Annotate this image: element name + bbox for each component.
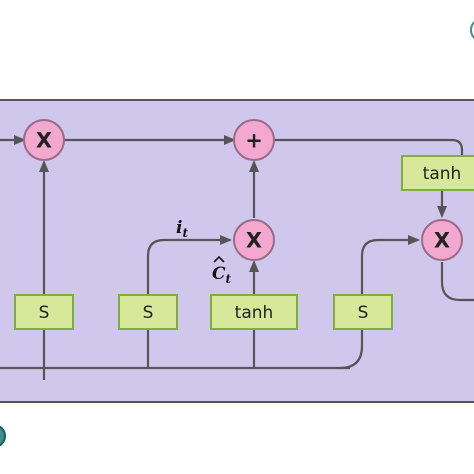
- input-gate-arrow: [146, 235, 232, 295]
- input-gate-variable: it: [176, 218, 188, 240]
- svg-text:Ct: Ct: [212, 264, 232, 286]
- cell-state-line: [0, 135, 464, 156]
- candidate-symbol: C: [212, 264, 226, 284]
- output-multiply-symbol: X: [434, 229, 450, 253]
- output-gate-arrow: [360, 235, 420, 295]
- forget-gate-box: S: [14, 294, 74, 330]
- candidate-tanh-label: tanh: [235, 303, 274, 323]
- input-gate-subscript: t: [182, 226, 188, 240]
- edge-circle-bottom-left: [0, 425, 6, 447]
- edge-circle-top-right: [470, 21, 474, 39]
- input-gate-symbol: i: [176, 218, 182, 238]
- output-tanh-box: tanh: [401, 155, 474, 191]
- output-tanh-label: tanh: [423, 164, 462, 184]
- candidate-variable: Ct: [212, 255, 232, 286]
- output-gate-label: S: [358, 303, 369, 323]
- input-bus-line: [0, 330, 364, 380]
- input-multiply-symbol: X: [246, 229, 262, 253]
- cell-add-symbol: +: [245, 129, 263, 153]
- input-multiply-op: X: [233, 219, 275, 261]
- candidate-tanh-box: tanh: [210, 294, 298, 330]
- output-multiply-op: X: [421, 219, 463, 261]
- forget-gate-label: S: [39, 303, 50, 323]
- forget-multiply-op: X: [23, 119, 65, 161]
- cell-add-op: +: [233, 119, 275, 161]
- candidate-hat-icon: [213, 255, 225, 263]
- input-gate-label: S: [143, 303, 154, 323]
- candidate-subscript: t: [226, 272, 232, 286]
- output-gate-box: S: [333, 294, 393, 330]
- input-gate-box: S: [118, 294, 178, 330]
- svg-text:it: it: [176, 218, 188, 240]
- forget-multiply-symbol: X: [36, 129, 52, 153]
- output-line: [440, 262, 474, 302]
